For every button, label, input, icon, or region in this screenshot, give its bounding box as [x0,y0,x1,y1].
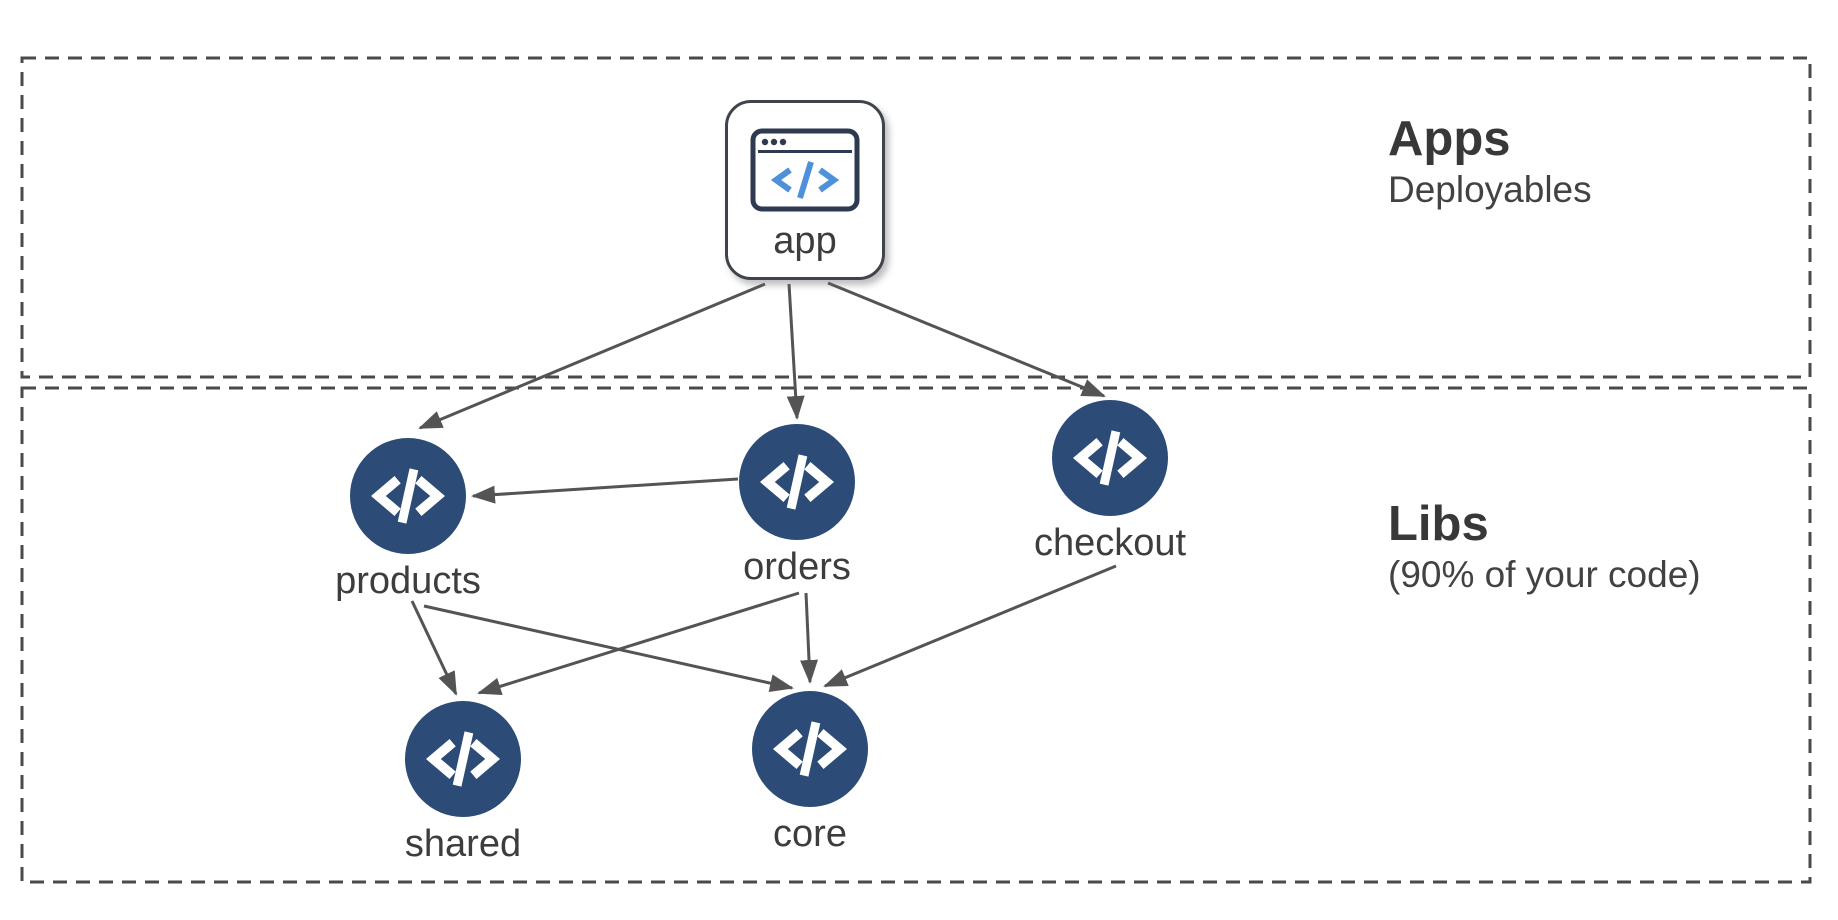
code-icon [371,468,445,524]
code-icon [426,731,500,787]
libs-section-label: Libs (90% of your code) [1388,497,1701,598]
node-core: core [730,691,890,853]
edge-products-shared [410,600,458,696]
node-label-orders: orders [743,546,851,588]
code-icon [760,454,834,510]
apps-section-title: Apps [1388,112,1511,166]
code-icon [773,721,847,777]
edge-orders-shared [477,591,800,696]
edge-app-products [418,282,766,430]
node-products: products [328,438,488,600]
edge-app-checkout [827,281,1106,398]
apps-section-subtitle: Deployables [1388,168,1592,210]
edge-products-core [423,604,794,692]
node-label-shared: shared [404,823,522,865]
apps-section-box [20,56,1812,379]
node-label-products: products [335,560,481,602]
edge-orders-products [471,477,739,504]
edge-orders-core [800,592,819,684]
node-checkout: checkout [1030,400,1190,562]
node-shared: shared [383,701,543,863]
node-label-app: app [773,220,837,262]
node-label-checkout: checkout [1033,522,1187,564]
apps-section-label: Apps Deployables [1388,112,1592,213]
browser-code-icon [750,128,860,212]
libs-section-title: Libs [1388,497,1489,551]
node-orders: orders [717,424,877,586]
code-icon [1073,430,1147,486]
libs-section-box [20,386,1812,884]
libs-section-subtitle: (90% of your code) [1388,553,1701,595]
edge-app-orders [786,283,805,420]
node-label-core: core [773,813,847,855]
node-app: app [725,100,885,280]
